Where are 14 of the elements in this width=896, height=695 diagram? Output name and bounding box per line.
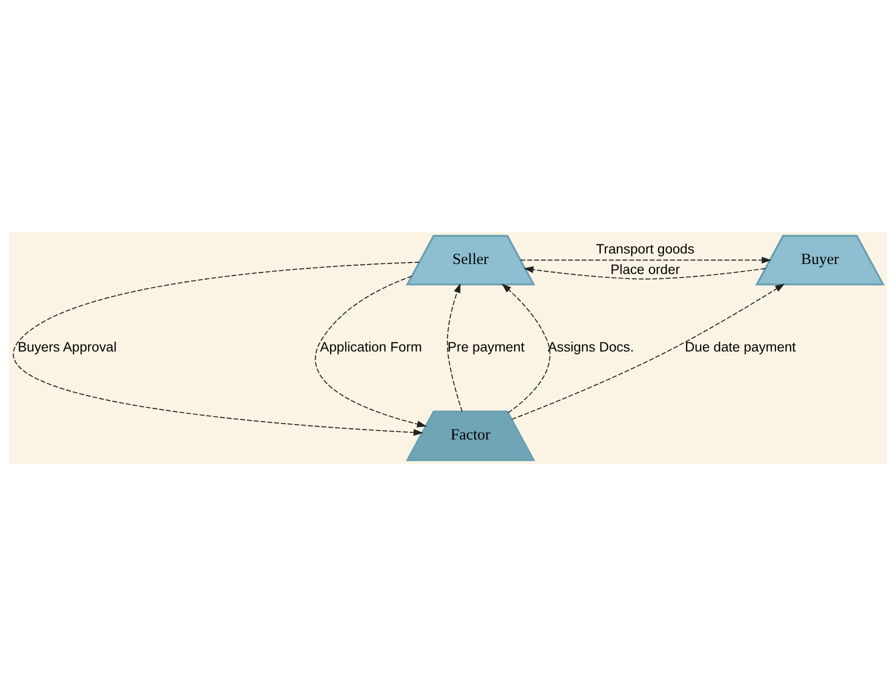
arrow xyxy=(520,256,772,264)
arrow xyxy=(314,275,427,427)
arrow xyxy=(524,266,766,279)
edge-label: Assigns Docs. xyxy=(548,339,634,354)
edge-label: Buyers Approval xyxy=(18,339,117,354)
arrow xyxy=(511,283,785,420)
edge-label: Due date payment xyxy=(684,339,796,354)
arrow xyxy=(446,282,463,412)
edge-label: Place order xyxy=(610,261,680,276)
edge-label: Transport goods xyxy=(596,241,694,256)
arrow xyxy=(12,261,424,436)
edge-label: Pre payment xyxy=(448,339,525,354)
edge-label: Application Form xyxy=(320,339,422,354)
arrow xyxy=(502,283,550,413)
